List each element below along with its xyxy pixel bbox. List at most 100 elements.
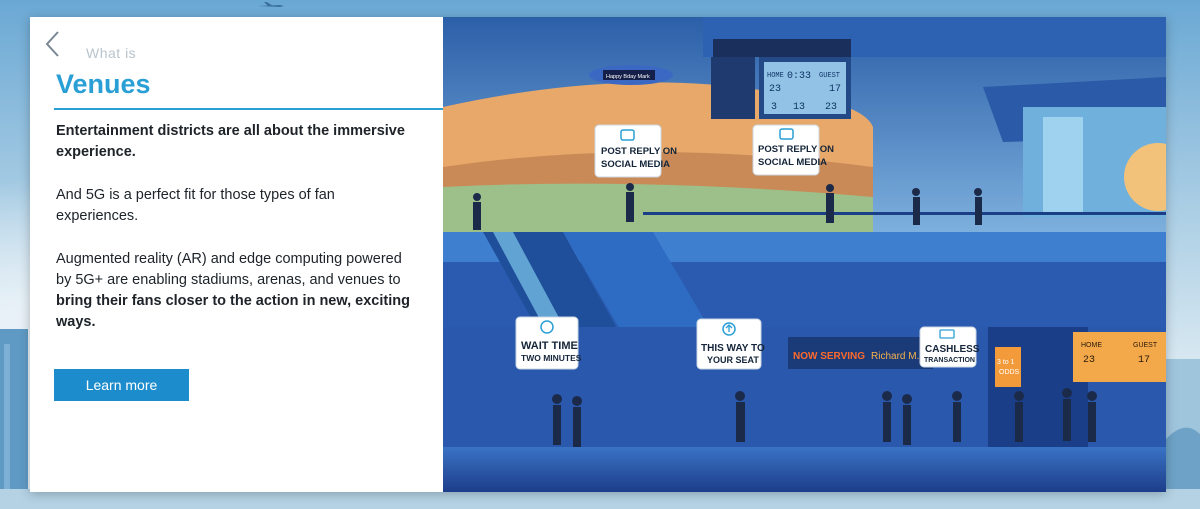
person — [736, 402, 745, 442]
paragraph-ar-edge: Augmented reality (AR) and edge computin… — [56, 249, 416, 333]
pillar — [1043, 117, 1083, 212]
venue-illustration: HOME 0:33 GUEST 23 17 3 13 23 Happy Bday… — [443, 17, 1166, 492]
scoreboard-frame — [713, 39, 851, 57]
person — [1063, 399, 1071, 441]
callout-box — [919, 326, 977, 368]
callout-text-line: TWO MINUTES — [521, 353, 582, 363]
person-head — [974, 188, 982, 196]
concession-sign — [788, 337, 933, 369]
person-head — [1014, 391, 1024, 401]
chat-icon-shape — [620, 129, 635, 141]
board-home-score: 23 — [769, 84, 781, 95]
paragraph-ar-edge-bold: bring their fans closer to the action in… — [56, 293, 410, 330]
clock-icon — [540, 320, 554, 334]
board-guest-score: 17 — [829, 84, 841, 95]
person-head — [882, 391, 892, 401]
serving-name-text: Richard M. — [871, 351, 919, 362]
board-guest-label: GUEST — [819, 72, 840, 80]
board-down: 3 — [771, 102, 777, 113]
board-ballon: 23 — [825, 102, 837, 113]
callout-box — [594, 124, 662, 178]
back-button[interactable] — [42, 29, 64, 59]
railing — [643, 212, 1166, 215]
person-head — [826, 184, 834, 192]
scoreboard-screen — [764, 62, 846, 114]
person-head — [735, 391, 745, 401]
person — [953, 402, 961, 442]
odds-line-1: 3 to 1 — [997, 359, 1015, 366]
title-divider — [54, 108, 443, 110]
callout-post-reply-2: POST REPLY ON SOCIAL MEDIA — [752, 124, 834, 176]
person — [1015, 402, 1023, 442]
callout-wait-time: WAIT TIME TWO MINUTES — [515, 316, 582, 370]
callout-text-line: THIS WAY TO — [701, 343, 765, 354]
mini-home-label: HOME — [1081, 342, 1102, 349]
person-head — [1087, 391, 1097, 401]
crowd — [473, 183, 1097, 447]
mini-home-score: 23 — [1083, 355, 1095, 366]
mini-scoreboard — [1073, 332, 1166, 382]
callout-text-line: CASHLESS — [925, 344, 980, 355]
person-head — [912, 188, 920, 196]
circular-window — [1124, 143, 1166, 211]
hanging-scoreboard: HOME 0:33 GUEST 23 17 3 13 23 — [711, 39, 851, 119]
person — [1088, 402, 1096, 442]
callout-text-line: YOUR SEAT — [707, 355, 759, 365]
callout-this-way: THIS WAY TO YOUR SEAT — [696, 318, 765, 370]
learn-more-button[interactable]: Learn more — [54, 369, 189, 401]
person-head — [1062, 388, 1072, 398]
chat-icon — [779, 128, 794, 140]
person — [573, 407, 581, 447]
callout-cashless: CASHLESS TRANSACTION — [919, 326, 980, 368]
card-icon — [939, 329, 955, 339]
chat-icon-shape — [779, 128, 794, 140]
chat-icon — [620, 129, 635, 141]
page-title: Venues — [56, 69, 151, 99]
paragraph-ar-edge-text: Augmented reality (AR) and edge computin… — [56, 251, 402, 288]
paragraph-5g-fit: And 5G is a perfect fit for those types … — [56, 187, 335, 224]
board-home-label: HOME — [767, 72, 784, 80]
person — [473, 202, 481, 230]
blimp-banner — [603, 70, 655, 80]
callout-post-reply-1: POST REPLY ON SOCIAL MEDIA — [594, 124, 677, 178]
person-head — [572, 396, 582, 406]
person — [553, 405, 561, 445]
field — [443, 183, 873, 232]
person — [883, 402, 891, 442]
arrow-shape — [725, 324, 733, 332]
content-panel: What is Venues Entertainment districts a… — [30, 17, 1166, 492]
callout-box — [696, 318, 762, 370]
person — [975, 197, 982, 225]
callout-box — [515, 316, 579, 370]
lead-paragraph: Entertainment districts are all about th… — [56, 123, 405, 160]
callout-text-line: SOCIAL MEDIA — [601, 159, 670, 170]
background-city — [0, 329, 1200, 509]
person — [626, 192, 634, 222]
now-serving-text: NOW SERVING — [793, 351, 865, 362]
card-icon-shape — [939, 329, 955, 339]
concourse-floor — [443, 447, 1166, 492]
callout-text-line: WAIT TIME — [521, 340, 578, 352]
person — [826, 193, 834, 223]
clock-icon-shape — [540, 320, 554, 334]
callout-box — [752, 124, 820, 176]
odds-panel — [995, 347, 1021, 387]
board-clock: 0:33 — [787, 71, 811, 82]
callout-text-line: POST REPLY ON — [601, 146, 677, 157]
person-head — [626, 183, 634, 191]
airplane-icon — [258, 2, 284, 7]
scoreboard-side — [711, 57, 755, 119]
text-card: What is Venues Entertainment districts a… — [30, 17, 443, 492]
callout-text-line: POST REPLY ON — [758, 144, 834, 155]
body-copy: Entertainment districts are all about th… — [56, 121, 416, 355]
person — [903, 405, 911, 445]
blimp-banner-text: Happy Bday Mark — [606, 74, 650, 80]
callout-text-line: SOCIAL MEDIA — [758, 157, 827, 168]
board-togo: 13 — [793, 102, 805, 113]
person-head — [552, 394, 562, 404]
mini-guest-score: 17 — [1138, 355, 1150, 366]
mini-guest-label: GUEST — [1133, 342, 1158, 349]
person-head — [473, 193, 481, 201]
person — [913, 197, 920, 225]
person-head — [902, 394, 912, 404]
